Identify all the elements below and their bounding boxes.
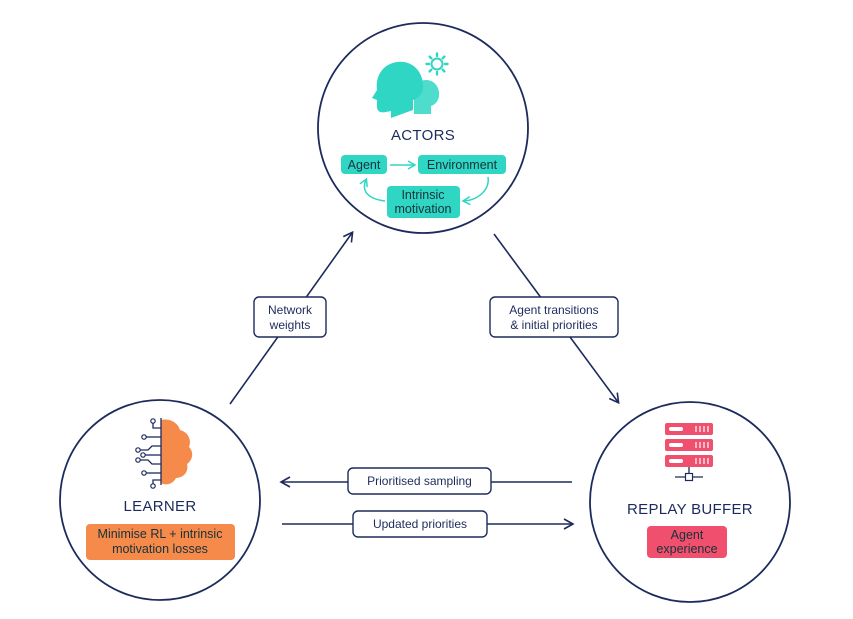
learner-box-line1: Minimise RL + intrinsic xyxy=(98,527,223,541)
replay-buffer-title: REPLAY BUFFER xyxy=(627,501,753,518)
actors-node: ACTORS Agent Environment Intrinsic motiv… xyxy=(317,22,529,234)
brain-circuit-icon xyxy=(135,418,193,489)
network-weights-line2: weights xyxy=(269,318,311,332)
environment-label: Environment xyxy=(427,158,498,172)
agent-transitions-line2: & initial priorities xyxy=(510,318,597,332)
intrinsic-motivation-pill xyxy=(387,186,460,218)
environment-to-intrinsic-arrow xyxy=(461,176,489,206)
agent-pill xyxy=(341,155,387,174)
prioritised-sampling-box xyxy=(347,467,492,495)
intrinsic-line1: Intrinsic xyxy=(401,188,444,202)
agent-transitions-edge: Agent transitions & initial priorities xyxy=(489,233,620,405)
prioritised-sampling-edge: Prioritised sampling xyxy=(279,467,572,495)
network-weights-box xyxy=(253,296,327,338)
network-weights-line1: Network xyxy=(268,303,313,317)
agent-experience-box xyxy=(647,526,727,558)
actors-circle xyxy=(317,22,529,234)
network-weights-edge: Network weights xyxy=(229,230,354,405)
agent-transitions-line1: Agent transitions xyxy=(509,303,598,317)
replay-buffer-circle xyxy=(589,401,791,603)
updated-priorities-edge: Updated priorities xyxy=(282,510,575,538)
replay-buffer-node: REPLAY BUFFER Agent experience xyxy=(589,401,791,603)
intrinsic-line2: motivation xyxy=(395,202,452,216)
updated-priorities-box xyxy=(352,510,488,538)
server-stack-icon xyxy=(665,423,713,482)
head-gear-icon xyxy=(372,52,449,118)
replay-box-line1: Agent xyxy=(671,528,704,542)
updated-priorities-label: Updated priorities xyxy=(373,517,467,531)
prioritised-sampling-label: Prioritised sampling xyxy=(367,474,472,488)
learner-loss-box xyxy=(86,524,235,560)
intrinsic-to-agent-arrow xyxy=(359,177,386,202)
learner-box-line2: motivation losses xyxy=(112,542,208,556)
learner-title: LEARNER xyxy=(124,498,197,515)
agent-transitions-box xyxy=(489,296,619,338)
environment-pill xyxy=(418,155,506,174)
actors-title: ACTORS xyxy=(391,127,455,144)
replay-box-line2: experience xyxy=(656,542,717,556)
learner-circle xyxy=(59,399,261,601)
learner-node: LEARNER Minimise RL + intrinsic motivati… xyxy=(59,399,261,601)
agent-label: Agent xyxy=(348,158,381,172)
